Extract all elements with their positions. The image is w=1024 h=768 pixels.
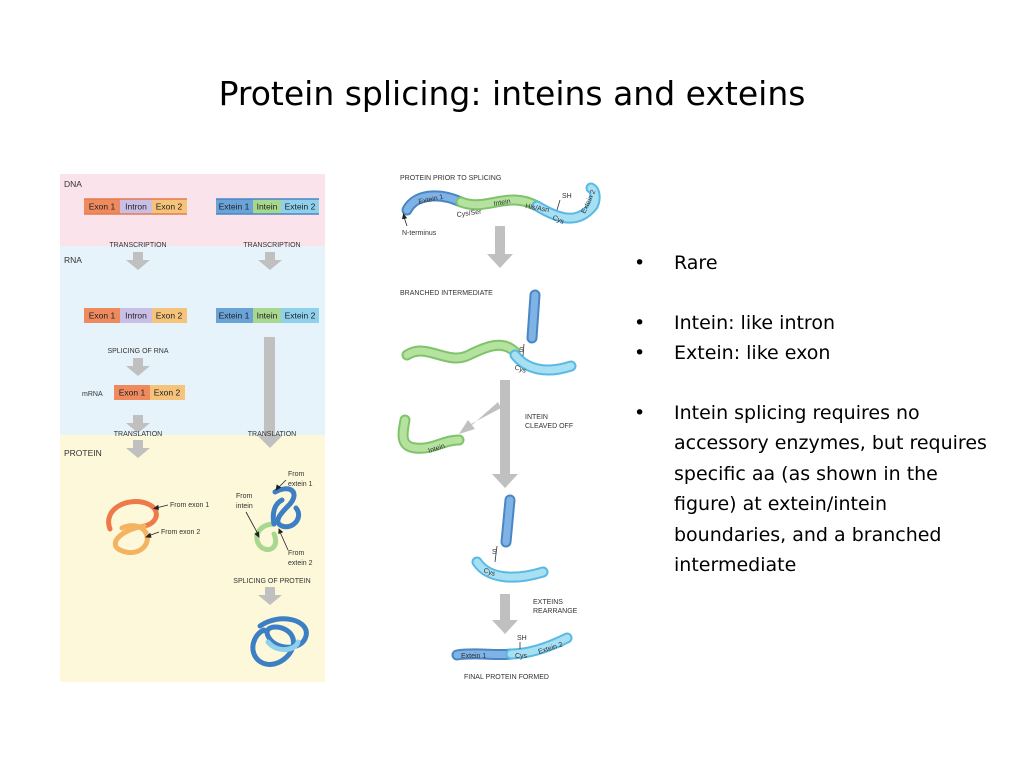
arrow-icon [492,594,518,634]
exteins-rearrange-label-a: EXTEINS [533,599,563,606]
intein-cleaved-label-a: INTEIN [525,414,548,421]
from-extein1-label-a: From [288,471,305,478]
bullet-list: Rare Intein: like intron Extein: like ex… [630,248,1000,581]
arrow-icon [487,226,513,268]
rna-section-label: RNA [64,255,82,265]
protein-prior-label: PROTEIN PRIOR TO SPLICING [400,175,501,182]
rna-gene-bar: Exon 1 Intron Exon 2 [84,308,187,323]
dna-intein-gene-bar: Extein 1 Intein Extein 2 [216,198,319,215]
arrow-icon [126,337,283,448]
cleaved-intein [397,414,465,454]
from-intein-label-b: intein [236,503,253,510]
bullet-item: Rare [630,248,1000,279]
branched-intermediate-label: BRANCHED INTERMEDIATE [400,290,493,297]
rna-exon2-label: Exon 2 [156,311,183,321]
dna-gene-bar: Exon 1 Intron Exon 2 [84,198,187,215]
s-label: S [519,347,524,354]
from-exon2-label: From exon 2 [161,529,200,536]
arrow-icon [126,252,282,270]
mrna-label: mRNA [82,391,103,398]
final-extein1-label: Extein 1 [461,653,486,660]
spliced-protein [250,616,309,667]
final-sh-label: SH [517,635,527,642]
mrna-bar: Exon 1 Exon 2 [114,385,185,400]
n-terminus-pointer-icon [401,213,408,227]
exteins-rearrange-label-b: REARRANGE [533,608,578,615]
bullet-item: Extein: like exon [630,338,1000,369]
from-extein2-label-b: extein 2 [288,560,313,567]
s-label-2: S [492,549,497,556]
arrow-icon [126,415,150,433]
intein-label: Intein [493,198,511,208]
precursor-protein [401,182,601,224]
dna-extein1-label: Extein 1 [219,202,250,212]
pointer-arrow-icon [245,479,289,551]
rna-intron-label: Intron [125,311,147,321]
bullet-item: Intein: like intron [630,308,1000,339]
arrow-icon [126,440,150,458]
from-exon1-label: From exon 1 [170,502,209,509]
transcription-label-right: TRANSCRIPTION [243,242,300,249]
from-extein2-label-a: From [288,550,305,557]
sh-label: SH [562,193,572,200]
final-protein [451,632,573,661]
dna-section-label: DNA [64,179,82,189]
his-asn-label: His/Asn [525,203,550,214]
arrow-icon [258,587,282,605]
rna-intein-bar: Extein 1 Intein Extein 2 [216,308,319,323]
dna-exon2-label: Exon 2 [156,202,183,212]
slide-title: Protein splicing: inteins and exteins [218,74,806,113]
folded-intein-protein [254,486,302,552]
cys-label: Cys [551,214,565,226]
mrna-exon1-label: Exon 1 [119,388,146,398]
rna-exon1-label: Exon 1 [89,311,116,321]
rna-band [60,246,325,435]
intein-cleaved-label-b: CLEAVED OFF [525,423,573,430]
protein-splicing-mechanism-figure: PROTEIN PRIOR TO SPLICING Extein 1 Cys/S… [397,175,601,681]
rna-extein2-label: Extein 2 [285,311,316,321]
splicing-rna-label: SPLICING OF RNA [107,348,168,355]
dna-intron-label: Intron [125,202,147,212]
transcription-label-left: TRANSCRIPTION [109,242,166,249]
from-intein-label-a: From [236,493,253,500]
final-protein-label: FINAL PROTEIN FORMED [464,674,549,681]
dna-exon1-label: Exon 1 [89,202,116,212]
arrow-icon [459,380,518,488]
branched-cys-label: Cys [513,364,527,375]
rearranging-protein [471,494,549,583]
bullet-item: Intein splicing requires no accessory en… [630,398,1000,581]
pointer-arrow-icon [145,504,169,538]
splicing-protein-label: SPLICING OF PROTEIN [233,578,310,585]
rna-extein1-label: Extein 1 [219,311,250,321]
translation-label-right: TRANSLATION [248,431,297,438]
final-cys-label: Cys [515,653,528,660]
translation-label-left: TRANSLATION [114,431,163,438]
protein-section-label: PROTEIN [64,448,102,458]
dna-extein2-label: Extein 2 [285,202,316,212]
from-extein1-label-b: extein 1 [288,481,313,488]
cleaved-intein-label: Intein [427,443,446,455]
protein-band [60,435,325,682]
mrna-exon2-label: Exon 2 [154,388,181,398]
gene-vs-intein-figure: DNA RNA PROTEIN Exon 1 Intron Exon 2 Ext… [60,174,325,682]
dna-intein-label: Intein [257,202,278,212]
cys-ser-label: Cys/Ser [456,208,482,218]
folded-protein-left [106,499,159,556]
branched-intermediate [401,289,577,376]
n-terminus-label: N-terminus [402,230,437,237]
rearranging-cys-label: Cys [482,567,496,578]
rna-intein-label: Intein [257,311,278,321]
